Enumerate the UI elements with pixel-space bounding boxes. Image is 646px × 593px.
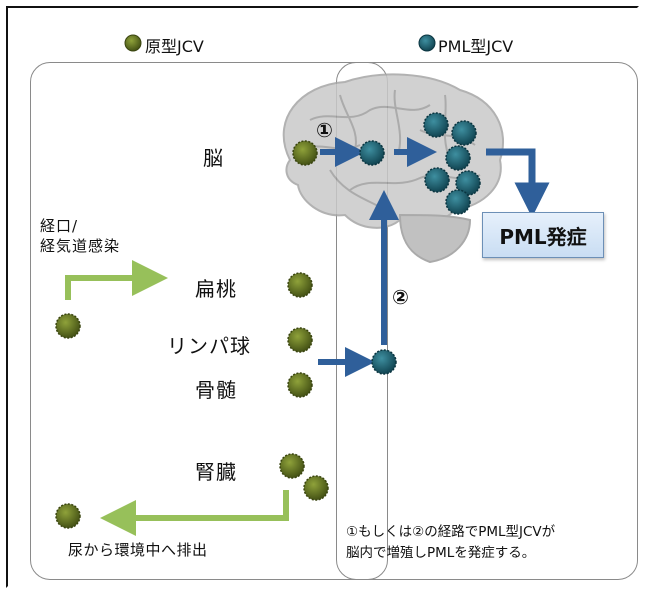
virus-original-excreted — [55, 503, 81, 529]
virus-original-kidney-2 — [303, 475, 329, 501]
right-panel — [336, 62, 638, 580]
virus-original-tonsil — [287, 272, 313, 298]
legend-original: 原型JCV — [145, 33, 204, 57]
brain-illustration — [282, 73, 505, 264]
virus-original-brain — [292, 140, 318, 166]
legend-pml-icon — [418, 34, 436, 52]
label-brain: 脳 — [203, 146, 224, 170]
label-excretion: 尿から環境中へ排出 — [68, 541, 208, 559]
label-tonsil: 扁桃 — [195, 277, 237, 301]
label-kidney: 腎臓 — [195, 460, 237, 484]
legend-original-icon — [124, 34, 142, 52]
virus-original-lymphocyte — [287, 327, 313, 353]
virus-original-infection — [55, 313, 81, 339]
arrow-to-pml — [486, 148, 550, 218]
pml-onset-box: PML発症 — [482, 212, 604, 258]
outer-frame — [6, 6, 639, 588]
route1-marker: ① — [316, 118, 334, 142]
route2-marker: ② — [392, 285, 410, 309]
pml-virus-particles — [359, 112, 481, 375]
virus-original-kidney-1 — [279, 453, 305, 479]
legend-pml-label: PML型JCV — [438, 37, 514, 56]
label-lymphocyte: リンパ球 — [167, 334, 251, 358]
label-infection: 経口/ 経気道感染 — [40, 217, 121, 255]
virus-pml-brain-entry — [359, 140, 385, 166]
infection-arrow — [65, 260, 168, 300]
excretion-arrow — [100, 490, 289, 536]
legend-original-label: 原型JCV — [145, 37, 204, 56]
original-virus-particles — [55, 140, 329, 529]
virus-pml-lymph — [371, 349, 397, 375]
explanation-note: ①もしくは②の経路でPML型JCVが 脳内で増殖しPMLを発症する。 — [346, 524, 556, 561]
virus-original-marrow — [287, 372, 313, 398]
label-bone-marrow: 骨髄 — [195, 378, 237, 402]
legend-pml: PML型JCV — [438, 33, 513, 57]
left-panel — [30, 62, 388, 580]
